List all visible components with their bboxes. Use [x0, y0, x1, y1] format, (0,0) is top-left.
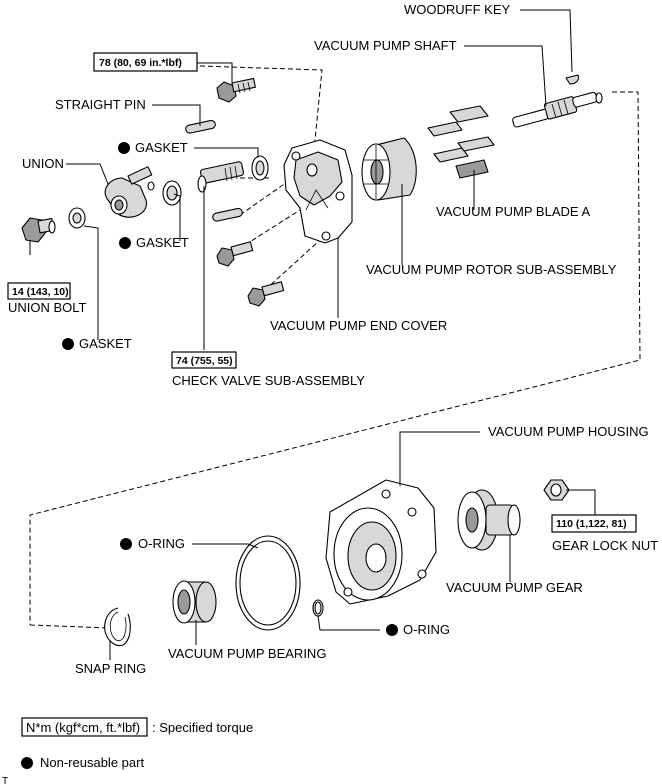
non-reusable-marker	[119, 237, 131, 249]
label-union-bolt: UNION BOLT	[8, 300, 87, 315]
woodruff-key	[565, 74, 580, 85]
end-cover-bolt-2	[216, 241, 254, 267]
vacuum-pump-bearing	[172, 580, 217, 624]
legend-non-reusable-text: Non-reusable part	[40, 755, 144, 770]
end-cover-bolt-3	[247, 281, 285, 307]
vacuum-pump-shaft	[512, 91, 603, 128]
torque-value-union-bolt: 14 (143, 10)	[12, 286, 69, 298]
leader-lines	[29, 9, 596, 660]
label-o-ring-large: O-RING	[138, 536, 185, 551]
torque-value-end-cover-bolt: 78 (80, 69 in.*lbf)	[99, 57, 182, 69]
non-reusable-marker	[118, 142, 130, 154]
label-vacuum-pump-end-cover: VACUUM PUMP END COVER	[270, 318, 447, 333]
non-reusable-marker	[386, 624, 398, 636]
torque-value-check-valve: 74 (755, 55)	[176, 355, 233, 367]
vacuum-pump-rotor	[361, 137, 417, 201]
label-vacuum-pump-bearing: VACUUM PUMP BEARING	[168, 646, 326, 661]
label-vacuum-pump-housing: VACUUM PUMP HOUSING	[488, 424, 649, 439]
legend-torque-description: : Specified torque	[152, 720, 253, 735]
label-vacuum-pump-blade-a: VACUUM PUMP BLADE A	[436, 204, 590, 219]
union-part	[104, 166, 155, 218]
label-snap-ring: SNAP RING	[75, 661, 146, 676]
non-reusable-marker	[120, 538, 132, 550]
corner-mark: T	[2, 776, 8, 784]
label-straight-pin: STRAIGHT PIN	[55, 97, 146, 112]
label-o-ring-small: O-RING	[403, 622, 450, 637]
large-o-ring	[235, 535, 301, 631]
label-vacuum-pump-rotor: VACUUM PUMP ROTOR SUB-ASSEMBLY	[366, 262, 617, 277]
end-cover-bolt	[216, 77, 256, 103]
vacuum-pump-blades	[427, 105, 495, 179]
part-labels: WOODRUFF KEY VACUUM PUMP SHAFT STRAIGHT …	[8, 2, 658, 676]
small-o-ring	[312, 599, 324, 617]
label-gasket-3: GASKET	[79, 336, 132, 351]
union-bolt-gasket	[68, 207, 86, 229]
legend-non-reusable-marker	[21, 757, 33, 769]
label-vacuum-pump-shaft: VACUUM PUMP SHAFT	[314, 38, 457, 53]
label-gasket-2: GASKET	[136, 235, 189, 250]
end-cover-pin	[212, 207, 243, 222]
legend: N*m (kgf*cm, ft.*lbf) : Specified torque…	[2, 717, 253, 784]
label-woodruff-key: WOODRUFF KEY	[404, 2, 510, 17]
torque-box-check-valve: 74 (755, 55)	[171, 351, 237, 369]
legend-torque-box-text: N*m (kgf*cm, ft.*lbf)	[26, 720, 140, 735]
union-gasket	[162, 180, 182, 206]
vacuum-pump-housing	[325, 479, 437, 605]
check-valve	[197, 161, 244, 193]
non-reusable-marker	[62, 338, 74, 350]
label-gasket-1: GASKET	[135, 140, 188, 155]
label-check-valve: CHECK VALVE SUB-ASSEMBLY	[172, 373, 365, 388]
vacuum-pump-end-cover	[283, 139, 353, 244]
torque-box-end-cover-bolt: 78 (80, 69 in.*lbf)	[93, 52, 198, 72]
gear-lock-nut	[543, 479, 570, 501]
label-union: UNION	[22, 156, 64, 171]
snap-ring	[104, 607, 131, 647]
non-reusable-markers	[21, 142, 398, 769]
torque-value-gear-lock-nut: 110 (1,122, 81)	[556, 518, 627, 530]
torque-box-gear-lock-nut: 110 (1,122, 81)	[551, 514, 637, 533]
check-valve-gasket	[251, 155, 269, 181]
union-bolt	[21, 217, 56, 243]
straight-pin	[185, 119, 216, 134]
vacuum-pump-gear	[457, 489, 521, 551]
label-gear-lock-nut: GEAR LOCK NUT	[552, 538, 658, 553]
torque-box-union-bolt: 14 (143, 10)	[7, 282, 71, 300]
label-vacuum-pump-gear: VACUUM PUMP GEAR	[446, 580, 583, 595]
